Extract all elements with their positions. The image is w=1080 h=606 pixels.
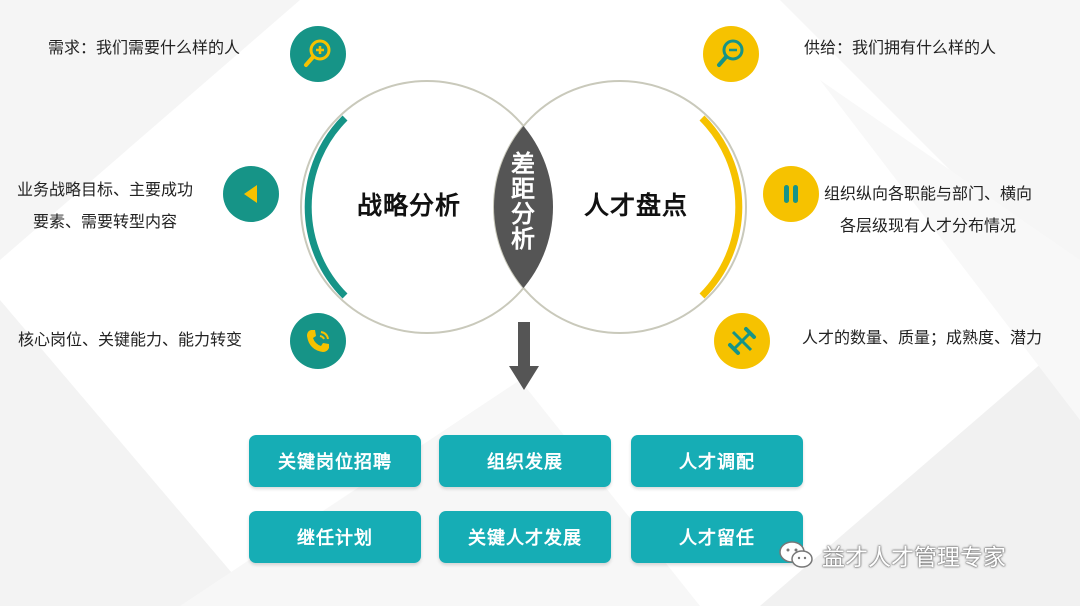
left-note-capability: 核心岗位、关键能力、能力转变 <box>18 324 242 356</box>
action-label: 人才留任 <box>679 528 755 549</box>
action-label: 关键岗位招聘 <box>278 452 392 473</box>
action-key-position-recruitment[interactable]: 关键岗位招聘 <box>249 435 421 487</box>
watermark-text: 益才人才管理专家 <box>822 545 1006 571</box>
left-arc <box>304 115 348 299</box>
action-label: 关键人才发展 <box>468 528 582 549</box>
action-organization-development[interactable]: 组织发展 <box>439 435 611 487</box>
action-succession-plan[interactable]: 继任计划 <box>249 511 421 563</box>
left-note-demand-text: 需求：我们需要什么样的人 <box>48 38 241 57</box>
action-label: 继任计划 <box>297 528 373 549</box>
action-talent-retention[interactable]: 人才留任 <box>631 511 803 563</box>
dumbbell-icon <box>714 313 770 369</box>
left-circle-title: 战略分析 <box>357 191 462 220</box>
right-note-quality-text: 人才的数量、质量；成熟度、潜力 <box>802 328 1043 347</box>
left-note-strategy: 业务战略目标、主要成功 要素、需要转型内容 <box>17 174 193 238</box>
right-note-distribution: 组织纵向各职能与部门、横向 各层级现有人才分布情况 <box>824 178 1032 242</box>
phone-icon <box>290 313 346 369</box>
action-talent-allocation[interactable]: 人才调配 <box>631 435 803 487</box>
action-label: 组织发展 <box>487 452 563 473</box>
play-left-icon <box>223 166 279 222</box>
action-key-talent-development[interactable]: 关键人才发展 <box>439 511 611 563</box>
down-arrow-icon <box>509 322 539 390</box>
watermark: 益才人才管理专家 <box>778 538 1006 572</box>
zoom-out-icon <box>703 26 759 82</box>
right-arc <box>699 115 743 299</box>
pause-icon <box>763 166 819 222</box>
left-note-strategy-text: 业务战略目标、主要成功 要素、需要转型内容 <box>17 180 194 231</box>
right-note-supply-text: 供给：我们拥有什么样的人 <box>804 38 997 57</box>
right-note-quality: 人才的数量、质量；成熟度、潜力 <box>802 322 1042 354</box>
left-note-demand: 需求：我们需要什么样的人 <box>48 32 240 64</box>
action-label: 人才调配 <box>679 452 755 473</box>
zoom-in-icon <box>290 26 346 82</box>
wechat-icon <box>779 541 813 568</box>
right-circle-title: 人才盘点 <box>584 191 689 220</box>
right-note-supply: 供给：我们拥有什么样的人 <box>804 32 996 64</box>
overlap-label: 差距分析 <box>511 150 535 253</box>
right-note-distribution-text: 组织纵向各职能与部门、横向 各层级现有人才分布情况 <box>824 184 1033 235</box>
left-note-capability-text: 核心岗位、关键能力、能力转变 <box>18 330 243 349</box>
